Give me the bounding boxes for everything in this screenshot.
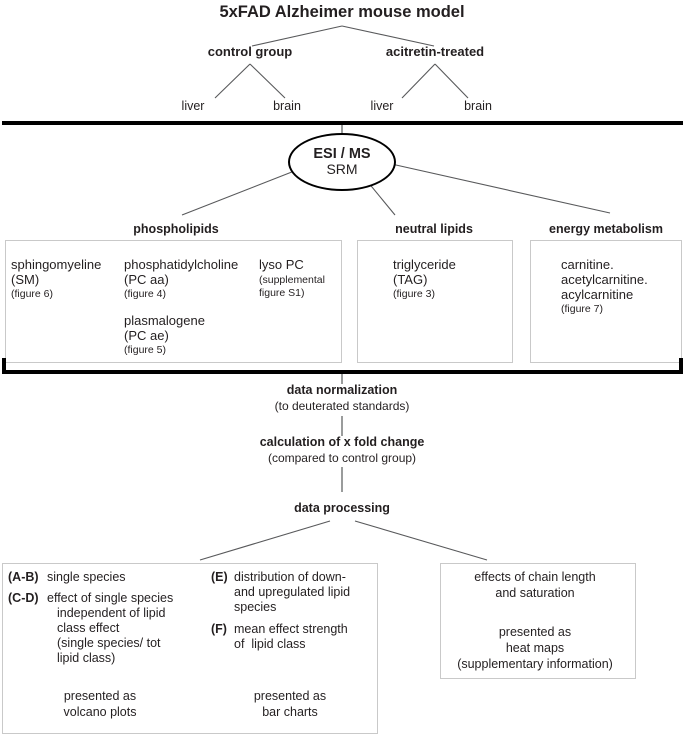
analyte-lyso-pc-name: lyso PC — [259, 257, 304, 272]
bottom-bar-left-tick — [2, 358, 6, 372]
organ-treated-brain: brain — [464, 99, 492, 113]
analyte-plasmalogene-abbr: (PC ae) — [124, 328, 169, 343]
heatmap-presented-value: heat maps — [505, 641, 565, 655]
output-ab-line1: single species — [47, 570, 126, 584]
organ-treated-liver: liver — [370, 99, 394, 113]
analyte-sphingomyeline-name: sphingomyeline — [11, 257, 102, 272]
box-phospholipids — [5, 240, 342, 363]
output-e-line2: and upregulated lipid — [234, 585, 351, 599]
output-tag-ab: (A-B) — [8, 570, 39, 584]
output-cd-line2: independent of lipid — [57, 606, 166, 620]
category-energy-metabolism: energy metabolism — [549, 222, 663, 236]
instrument-node: ESI / MS SRM — [288, 133, 396, 191]
volcano-presented-label: presented as — [63, 689, 137, 703]
output-cd-line1: effect of single species — [47, 591, 174, 605]
analyte-phosphatidylcholine-abbr: (PC aa) — [124, 272, 169, 287]
analyte-sphingomyeline-abbr: (SM) — [11, 272, 40, 287]
analyte-sphingomyeline-figure: (figure 6) — [11, 288, 54, 300]
step-fold-change-title: calculation of x fold change — [259, 435, 425, 449]
analyte-plasmalogene-figure: (figure 5) — [124, 344, 167, 356]
heatmap-heading-line1: effects of chain length — [474, 570, 596, 584]
volcano-presented-value: volcano plots — [63, 705, 137, 719]
analyte-carnitine-line1: carnitine. — [561, 257, 614, 272]
heatmap-presented-label: presented as — [498, 625, 572, 639]
output-e-line1: distribution of down- — [234, 570, 346, 584]
step-data-normalization-title: data normalization — [286, 383, 398, 397]
analyte-carnitine-line2: acetylcarnitine. — [561, 272, 648, 287]
analyte-triglyceride-name: triglyceride — [393, 257, 456, 272]
diagram-title: 5xFAD Alzheimer mouse model — [219, 3, 465, 21]
category-phospholipids: phospholipids — [133, 222, 219, 236]
output-tag-cd: (C-D) — [8, 591, 39, 605]
category-neutral-lipids: neutral lipids — [395, 222, 473, 236]
group-control: control group — [207, 44, 293, 59]
step-data-normalization-subtitle: (to deuterated standards) — [274, 399, 410, 413]
box-energy-metabolism — [530, 240, 682, 363]
organ-control-liver: liver — [181, 99, 205, 113]
analyte-phosphatidylcholine-figure: (figure 4) — [124, 288, 167, 300]
analyte-lyso-pc-note-line1: (supplemental — [259, 274, 325, 286]
output-e-line3: species — [234, 600, 277, 614]
analyte-plasmalogene-name: plasmalogene — [124, 313, 205, 328]
analyte-carnitine-line3: acylcarnitine — [561, 287, 634, 302]
heatmap-heading-line2: and saturation — [495, 586, 575, 600]
box-heatmap-output — [440, 563, 636, 679]
output-f-line1: mean effect strength — [234, 622, 348, 636]
analyte-carnitine-figure: (figure 7) — [561, 303, 604, 315]
output-cd-line5: lipid class) — [57, 651, 116, 665]
output-tag-f: (F) — [211, 622, 227, 636]
step-fold-change-subtitle: (compared to control group) — [267, 451, 417, 465]
box-volcano-and-bar-outputs — [2, 563, 378, 734]
instrument-line1: ESI / MS — [313, 145, 371, 162]
instrument-line2: SRM — [326, 161, 358, 178]
output-tag-e: (E) — [211, 570, 228, 584]
bar-presented-value: bar charts — [262, 705, 318, 719]
analyte-lyso-pc-note-line2: figure S1) — [259, 287, 305, 299]
step-data-processing-title: data processing — [294, 501, 390, 515]
bottom-bar-right-tick — [679, 358, 683, 372]
organ-control-brain: brain — [273, 99, 301, 113]
output-cd-line3: class effect — [57, 621, 120, 635]
output-cd-line4: (single species/ tot — [57, 636, 161, 650]
box-neutral-lipids — [357, 240, 513, 363]
output-f-line2: of lipid class — [234, 637, 306, 651]
analyte-triglyceride-figure: (figure 3) — [393, 288, 436, 300]
bar-presented-label: presented as — [253, 689, 327, 703]
heatmap-presented-note: (supplementary information) — [457, 657, 613, 671]
analyte-triglyceride-abbr: (TAG) — [393, 272, 428, 287]
top-divider-bar — [2, 121, 683, 125]
bottom-divider-bar — [2, 370, 683, 374]
group-acitretin: acitretin-treated — [385, 44, 485, 59]
analyte-phosphatidylcholine-name: phosphatidylcholine — [124, 257, 239, 272]
